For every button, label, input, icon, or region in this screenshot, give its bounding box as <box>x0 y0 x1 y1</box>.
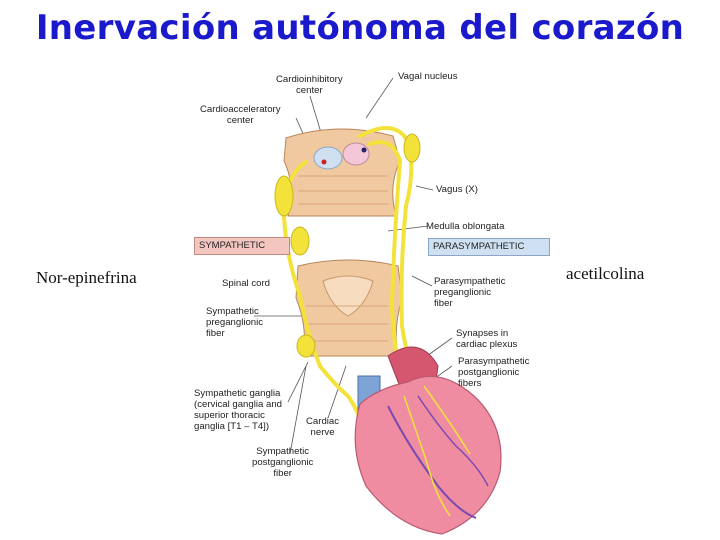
parasympathetic-tag: PARASYMPATHETIC <box>428 238 550 256</box>
cardioinhibitory-center-label: Cardioinhibitory center <box>276 74 343 96</box>
vagal-nucleus-label: Vagal nucleus <box>398 71 458 82</box>
sympathetic-ganglion-middle <box>291 227 309 255</box>
sympathetic-postganglionic-label: Sympathetic postganglionic fiber <box>252 446 313 479</box>
cardioacceleratory-center-label: Cardioacceleratory center <box>200 104 281 126</box>
norepinephrine-label: Nor-epinefrina <box>36 268 137 288</box>
parasympathetic-preganglionic-label: Parasympathetic preganglionic fiber <box>434 276 505 309</box>
acetylcholine-label: acetilcolina <box>566 264 644 284</box>
medulla-oblongata-label: Medulla oblongata <box>426 221 504 232</box>
cardiac-nerve-label: Cardiac nerve <box>306 416 339 438</box>
sympathetic-ganglion-lower <box>297 335 315 357</box>
sympathetic-ganglia-label: Sympathetic ganglia (cervical ganglia an… <box>194 388 282 432</box>
vagus-label: Vagus (X) <box>436 184 478 195</box>
synapses-cardiac-plexus-label: Synapses in cardiac plexus <box>456 328 517 350</box>
sympathetic-preganglionic-label: Sympathetic preganglionic fiber <box>206 306 263 339</box>
page-title: Inervación autónoma del corazón <box>0 8 720 48</box>
sympathetic-tag: SYMPATHETIC <box>194 237 290 255</box>
spinal-cord-label: Spinal cord <box>222 278 270 289</box>
sympathetic-ganglion-upper <box>275 176 293 216</box>
parasympathetic-postganglionic-label: Parasympathetic postganglionic fibers <box>458 356 529 389</box>
heart-innervation-diagram: Cardioinhibitory center Vagal nucleus Ca… <box>188 66 546 536</box>
